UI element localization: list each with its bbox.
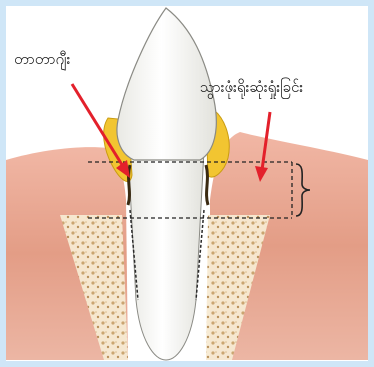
subgingival-calculus-right [206,165,208,205]
tooth-root [128,150,204,360]
tartar-label: တာတာဂျီး [14,52,70,67]
gum-recession-label: သွားဖုံးရိုးဆုံးရှုံးခြင်း [200,80,303,95]
